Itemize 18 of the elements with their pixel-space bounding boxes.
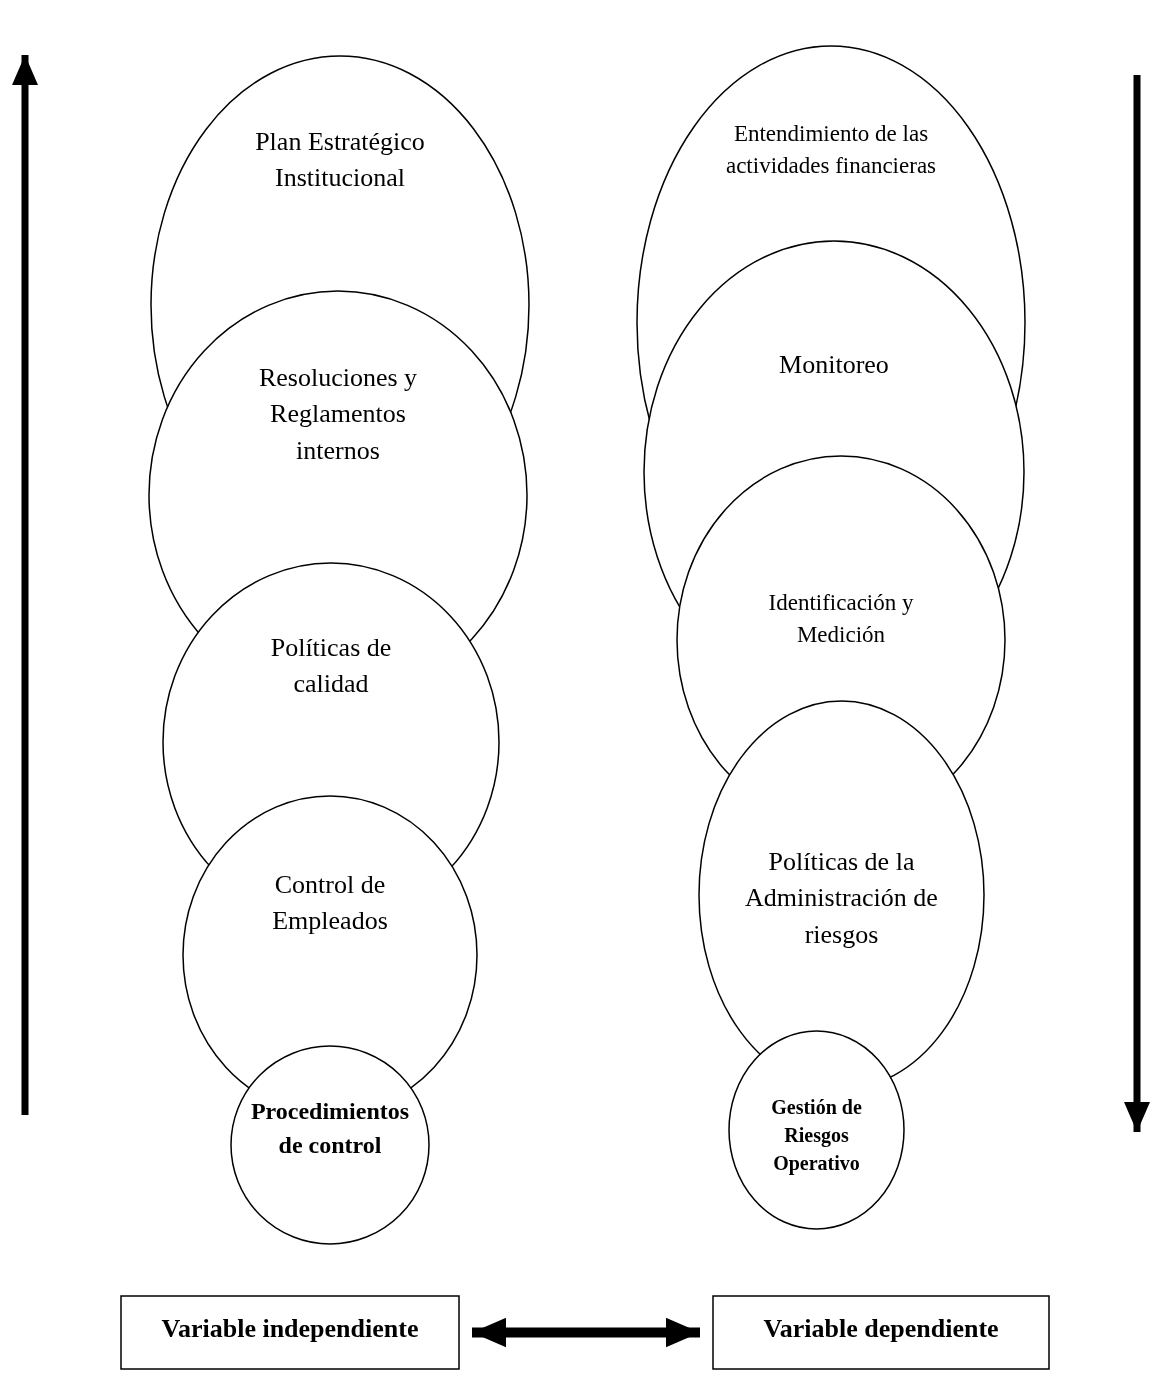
oval-node: [728, 1030, 905, 1230]
node-text: Control de Empleados: [271, 869, 389, 938]
node-text: Procedimientos de control: [249, 1097, 411, 1160]
oval-node: [698, 700, 985, 1080]
node-text: Variable dependiente: [762, 1313, 1000, 1345]
double-arrow: [472, 1317, 700, 1348]
node-text: Gestión de Riesgos Operativo: [770, 1095, 863, 1177]
oval-node: [230, 1045, 430, 1245]
node-text: Políticas de calidad: [269, 632, 393, 701]
label-box: [120, 1295, 460, 1370]
node-text: Identificación y Medición: [767, 589, 915, 650]
node-text: Resoluciones y Reglamentos internos: [257, 362, 419, 467]
node-text: Monitoreo: [778, 349, 890, 381]
node-text: Políticas de la Administración de riesgos: [744, 846, 939, 951]
node-text: Plan Estratégico Institucional: [254, 126, 426, 195]
node-text: Variable independiente: [160, 1313, 420, 1345]
node-text: Entendimiento de las actividades financieras: [724, 120, 938, 181]
label-box: [712, 1295, 1050, 1370]
